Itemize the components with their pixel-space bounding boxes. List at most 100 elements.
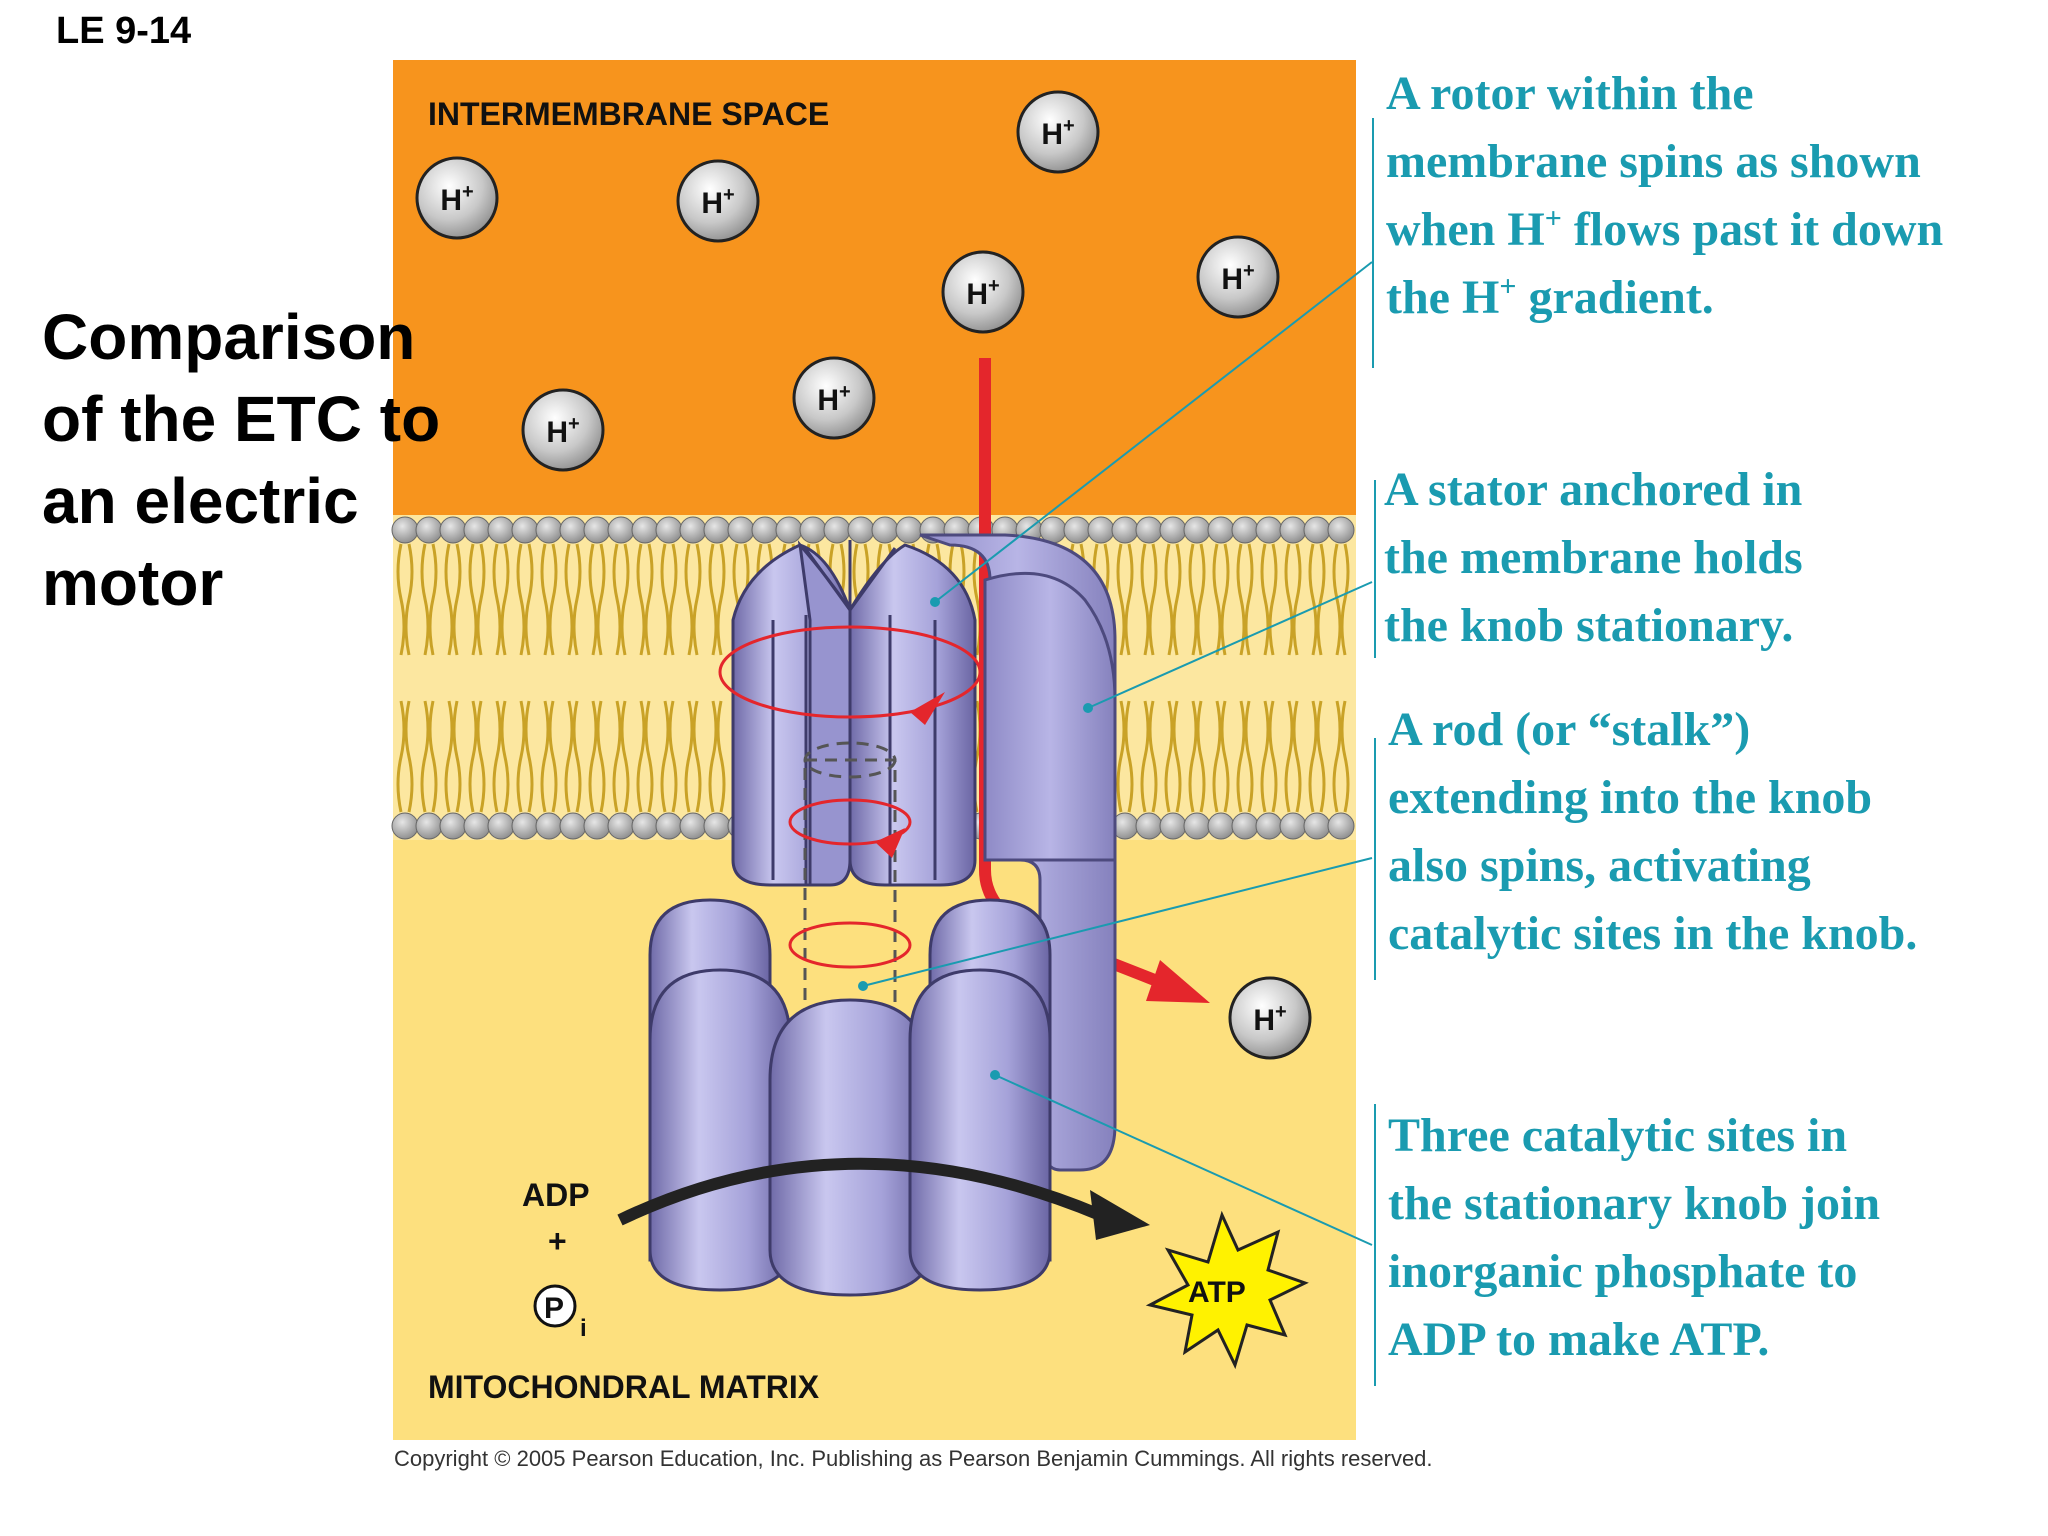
rod-callout-bar (1374, 738, 1376, 980)
lipid-head (583, 516, 611, 544)
lipid-tail (1260, 700, 1278, 813)
catalytic-leader-dot (990, 1070, 1000, 1080)
callout-line: the membrane holds (1384, 531, 1803, 584)
lipid-head (1207, 812, 1235, 840)
stator-callout: A stator anchored in the membrane holds … (1384, 456, 1803, 660)
adp-to-atp-arrowhead (1090, 1190, 1150, 1240)
lipid-head (1279, 516, 1307, 544)
lipid-head (1303, 516, 1331, 544)
lipid-head (607, 812, 635, 840)
proton-ion (1016, 90, 1100, 174)
lipid-head (1231, 516, 1259, 544)
phosphate-label: P (544, 1292, 564, 1325)
callout-line: the stationary knob join (1388, 1177, 1881, 1230)
stator-upper-body (983, 571, 1117, 862)
lipid-head (1279, 812, 1307, 840)
rod-rotation-arrow-upper (788, 798, 912, 846)
lipid-head (1183, 516, 1211, 544)
lipid-tail (1188, 700, 1206, 813)
lipid-tail (684, 543, 702, 656)
lipid-head (583, 812, 611, 840)
lipid-head (391, 812, 419, 840)
callout-line: the H+ gradient. (1386, 270, 1714, 324)
lipid-head (895, 516, 923, 544)
adp-label: ADP (522, 1177, 590, 1213)
callout-line: membrane spins as shown (1386, 135, 1921, 188)
copyright-notice: Copyright © 2005 Pearson Education, Inc.… (394, 1446, 1433, 1471)
lipid-tail (1116, 543, 1134, 656)
lipid-head (655, 812, 683, 840)
rotor-rod-top (803, 741, 897, 779)
rod-rotation-arrowhead (875, 828, 905, 858)
rotor-rotation-arrowhead (910, 692, 945, 725)
callout-line: ADP to make ATP. (1388, 1313, 1770, 1366)
lipid-tail (1140, 700, 1158, 813)
proton-flow-arrowhead (1146, 960, 1210, 1003)
lipid-tail (612, 700, 630, 813)
proton-ion (1228, 976, 1312, 1060)
stator-leader-dot (1083, 703, 1093, 713)
callout-line: inorganic phosphate to (1388, 1245, 1858, 1298)
rod-callout: A rod (or “stalk”) extending into the kn… (1388, 696, 1917, 968)
proton-ion (792, 356, 876, 440)
phosphate-subscript: i (580, 1315, 587, 1342)
lipid-tail (684, 700, 702, 813)
lipid-head (679, 812, 707, 840)
lipid-head (631, 812, 659, 840)
rotor-leader-dot (930, 597, 940, 607)
lipid-head (487, 516, 515, 544)
rod-leader-line (862, 857, 1373, 987)
lipid-tail (420, 543, 438, 656)
lipid-tail (1260, 543, 1278, 656)
lipid-head (1087, 516, 1115, 544)
callout-line: A stator anchored in (1384, 463, 1803, 516)
callout-line: when H+ flows past it down (1386, 202, 1944, 256)
title-line: Comparison (42, 301, 416, 373)
catalytic-callout-bar (1374, 1104, 1376, 1386)
lipid-tail (540, 700, 558, 813)
lipid-head (751, 516, 779, 544)
proton-ion (1196, 235, 1280, 319)
phosphate-circle (533, 1284, 577, 1328)
callout-line: also spins, activating (1388, 839, 1811, 892)
title-line: of the ETC to (42, 383, 441, 455)
lipid-tail (516, 700, 534, 813)
lipid-head (703, 812, 731, 840)
lipid-tail (612, 543, 630, 656)
proton-label: H+ (817, 381, 850, 417)
lipid-head (679, 516, 707, 544)
callout-line: the knob stationary. (1384, 599, 1794, 652)
lipid-tail (492, 700, 510, 813)
lipid-head (1327, 516, 1355, 544)
comparison-title: Comparison of the ETC to an electric mot… (42, 296, 440, 624)
lipid-head (415, 812, 443, 840)
lipid-tail (1284, 543, 1302, 656)
rod-leader-dot (858, 981, 868, 991)
lipid-head (559, 812, 587, 840)
callout-line: A rod (or “stalk”) (1388, 703, 1751, 756)
rotor-rotation-arrow (718, 625, 982, 719)
lipid-head (535, 812, 563, 840)
lipid-head (823, 516, 851, 544)
lipid-head (727, 516, 755, 544)
lipid-tail (1116, 700, 1134, 813)
lipid-head (655, 516, 683, 544)
lipid-tail (1332, 700, 1350, 813)
lipid-head (1135, 812, 1163, 840)
lipid-head (487, 812, 515, 840)
lipid-tail (564, 543, 582, 656)
lipid-tail (396, 700, 414, 813)
lipid-tail (708, 543, 726, 656)
lipid-tail (1236, 700, 1254, 813)
catalytic-leader-line (994, 1074, 1373, 1246)
lipid-head (439, 812, 467, 840)
lipid-tail (1284, 700, 1302, 813)
lipid-head (439, 516, 467, 544)
proton-label: H+ (1253, 1001, 1286, 1037)
title-line: motor (42, 547, 224, 619)
lipid-tail (1332, 543, 1350, 656)
lipid-head (775, 516, 803, 544)
lipid-tail (1308, 543, 1326, 656)
lipid-tail (660, 700, 678, 813)
